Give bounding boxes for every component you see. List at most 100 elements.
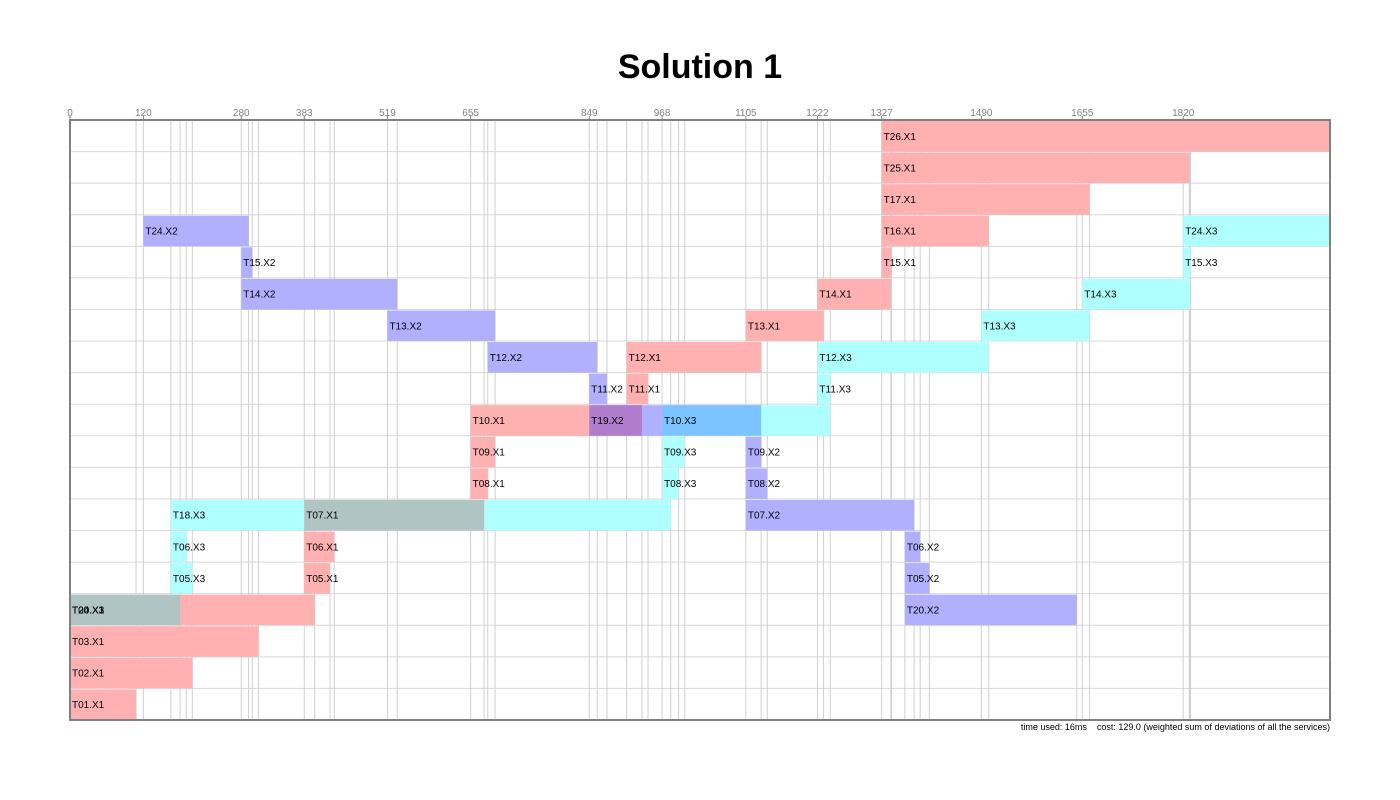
task-label: T06.X1 bbox=[306, 542, 339, 553]
x-tick-label: 120 bbox=[135, 108, 152, 119]
task-label: T14.X3 bbox=[1084, 290, 1117, 301]
task-label: T13.X3 bbox=[983, 321, 1016, 332]
task-bar bbox=[745, 436, 762, 468]
task-bar bbox=[626, 373, 649, 405]
task-bar bbox=[904, 531, 921, 563]
cost-text: cost: 129.0 (weighted sum of deviations … bbox=[1096, 722, 1330, 732]
task-label: T14.X1 bbox=[819, 290, 852, 301]
task-label: T11.X2 bbox=[591, 384, 623, 395]
task-label: T20.X2 bbox=[907, 605, 940, 616]
task-bar bbox=[143, 215, 249, 247]
task-bar bbox=[1183, 215, 1330, 247]
task-bar bbox=[904, 563, 930, 594]
task-label: T15.X3 bbox=[1185, 258, 1218, 269]
task-label: T16.X1 bbox=[884, 227, 917, 238]
task-label: T07.X1 bbox=[306, 511, 339, 522]
task-label: T09.X2 bbox=[748, 448, 781, 459]
x-tick-label: 280 bbox=[233, 108, 250, 119]
task-bar bbox=[745, 499, 915, 531]
task-bar bbox=[304, 563, 330, 594]
task-label: T18.X3 bbox=[173, 511, 206, 522]
task-bar bbox=[1082, 278, 1190, 310]
task-label: T12.X3 bbox=[819, 353, 852, 364]
task-bar bbox=[881, 152, 1190, 184]
task-label: T11.X1 bbox=[629, 384, 661, 395]
x-tick-label: 1490 bbox=[970, 108, 993, 119]
task-label: T03.X1 bbox=[72, 637, 105, 648]
task-bar bbox=[904, 594, 1077, 626]
task-label: T08.X1 bbox=[473, 479, 506, 490]
task-label: T13.X2 bbox=[389, 321, 422, 332]
task-label: T07.X2 bbox=[748, 511, 781, 522]
task-label: T11.X3 bbox=[819, 384, 851, 395]
task-bar bbox=[817, 278, 891, 310]
task-bar bbox=[241, 247, 253, 278]
task-bar bbox=[662, 436, 685, 468]
task-label: T14.X2 bbox=[243, 290, 276, 301]
task-bar bbox=[662, 468, 679, 499]
task-label: T06.X2 bbox=[907, 542, 940, 553]
task-label: T12.X2 bbox=[490, 353, 523, 364]
task-label: T24.X3 bbox=[1185, 227, 1218, 238]
footer-stats: time used: 16ms cost: 129.0 (weighted su… bbox=[1021, 722, 1330, 732]
task-label: T20.X3 bbox=[72, 605, 105, 616]
task-label: T17.X1 bbox=[884, 195, 917, 206]
task-label: T10.X3 bbox=[664, 416, 697, 427]
x-tick-label: 519 bbox=[379, 108, 396, 119]
task-label: T19.X2 bbox=[591, 416, 624, 427]
task-label: T04.X1 bbox=[72, 605, 105, 616]
x-tick-label: 0 bbox=[67, 108, 73, 119]
task-label: T15.X1 bbox=[884, 258, 917, 269]
task-bar bbox=[241, 278, 398, 310]
task-label: T26.X1 bbox=[884, 132, 917, 143]
x-tick-label: 968 bbox=[654, 108, 671, 119]
time-used-text: time used: 16ms bbox=[1020, 722, 1087, 732]
task-bar bbox=[745, 468, 768, 499]
task-label: T12.X1 bbox=[629, 353, 662, 364]
task-bar bbox=[487, 342, 598, 373]
task-label: T25.X1 bbox=[884, 163, 917, 174]
task-bar bbox=[70, 626, 259, 657]
x-tick-label: 1655 bbox=[1071, 108, 1094, 119]
task-label: T08.X2 bbox=[748, 479, 781, 490]
task-bar bbox=[817, 342, 989, 373]
overlap-bar bbox=[70, 594, 181, 626]
task-label: T13.X1 bbox=[748, 321, 781, 332]
task-bar bbox=[881, 121, 1330, 152]
task-bar bbox=[470, 468, 488, 499]
task-bar bbox=[170, 531, 187, 563]
task-bar bbox=[589, 373, 608, 405]
task-label: T09.X1 bbox=[473, 448, 506, 459]
task-bar bbox=[881, 247, 892, 278]
plot-border bbox=[69, 119, 1331, 721]
task-label: T05.X1 bbox=[306, 574, 339, 585]
x-tick-label: 655 bbox=[462, 108, 479, 119]
task-bar bbox=[387, 310, 496, 342]
task-label: T05.X2 bbox=[907, 574, 940, 585]
task-label: T10.X1 bbox=[473, 416, 506, 427]
task-bar bbox=[817, 373, 831, 405]
x-tick-label: 1327 bbox=[871, 108, 894, 119]
x-tick-label: 1105 bbox=[735, 108, 757, 119]
overlap-bar bbox=[662, 405, 762, 436]
task-label: T24.X2 bbox=[145, 227, 178, 238]
task-label: T01.X1 bbox=[72, 700, 105, 711]
overlap-bar bbox=[589, 405, 642, 436]
x-tick-label: 1222 bbox=[806, 108, 829, 119]
task-bar bbox=[981, 310, 1090, 342]
task-bar bbox=[470, 436, 496, 468]
overlap-bar bbox=[304, 499, 485, 531]
task-label: T15.X2 bbox=[243, 258, 276, 269]
task-label: T20.X3 bbox=[72, 605, 105, 616]
chart-title: Solution 1 bbox=[617, 48, 783, 86]
task-label: T05.X3 bbox=[173, 574, 206, 585]
task-bar bbox=[881, 184, 1090, 215]
task-bar bbox=[1183, 247, 1191, 278]
task-bar bbox=[70, 657, 193, 689]
task-label: T09.X3 bbox=[664, 448, 697, 459]
task-label: T02.X1 bbox=[72, 669, 105, 680]
task-label: T08.X3 bbox=[664, 479, 697, 490]
task-bar bbox=[626, 342, 762, 373]
task-label: T06.X3 bbox=[173, 542, 206, 553]
